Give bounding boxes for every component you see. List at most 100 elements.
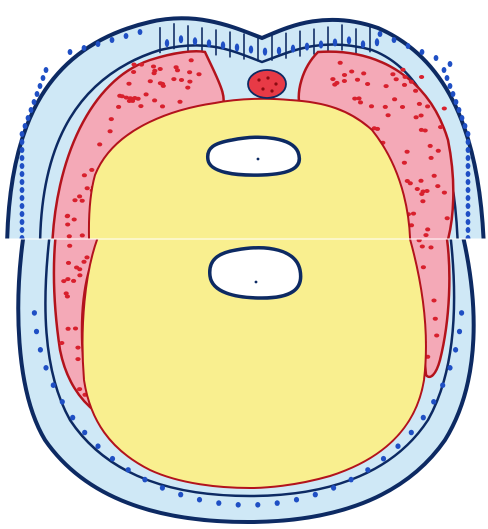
ectoderm-nucleus xyxy=(38,83,43,89)
neural-cell-nucleus xyxy=(263,48,267,56)
mesoderm-cell xyxy=(75,357,80,361)
mesoderm-cell xyxy=(400,105,405,109)
neural-cell-nucleus xyxy=(375,38,379,46)
ectoderm-nucleus xyxy=(68,49,73,55)
mesoderm-cell xyxy=(148,79,153,83)
ectoderm-nucleus xyxy=(95,443,100,449)
ectoderm-nucleus xyxy=(466,147,471,153)
ectoderm-nucleus xyxy=(26,115,31,121)
mesoderm-cell xyxy=(434,334,439,338)
ectoderm-nucleus xyxy=(178,492,183,498)
mesoderm-cell xyxy=(436,149,441,153)
mesoderm-cell xyxy=(72,218,77,222)
ectoderm-nucleus xyxy=(466,219,471,225)
notochord-cell xyxy=(257,78,260,81)
ectoderm-nucleus xyxy=(420,49,425,55)
mesoderm-cell xyxy=(158,67,163,71)
mesoderm-cell xyxy=(419,75,424,79)
mesoderm-cell xyxy=(384,84,389,88)
neural-cell-nucleus xyxy=(277,47,281,55)
ectoderm-nucleus xyxy=(51,382,56,388)
mesoderm-cell xyxy=(152,98,157,102)
ectoderm-nucleus xyxy=(406,43,411,49)
mesoderm-cell xyxy=(97,142,102,146)
mesoderm-cell xyxy=(392,97,397,101)
ectoderm-nucleus xyxy=(466,171,471,177)
mesoderm-cell xyxy=(405,150,410,154)
mesoderm-cell xyxy=(72,198,77,202)
mesoderm-cell xyxy=(82,173,87,177)
mesoderm-cell xyxy=(355,78,360,82)
notochord-cell xyxy=(261,87,264,90)
mesoderm-cell xyxy=(418,179,423,183)
ectoderm-nucleus xyxy=(378,31,383,37)
mesoderm-cell xyxy=(175,68,180,72)
ectoderm-nucleus xyxy=(70,415,75,421)
mesoderm-cell xyxy=(403,75,408,79)
mesoderm-cell xyxy=(424,189,429,193)
mesoderm-cell xyxy=(67,244,72,248)
mesoderm-cell xyxy=(369,104,374,108)
ectoderm-nucleus xyxy=(466,179,471,185)
mesoderm-cell xyxy=(429,156,434,160)
ectoderm-nucleus xyxy=(445,75,450,81)
notochord-cell xyxy=(270,89,273,92)
mesoderm-cell xyxy=(349,70,354,74)
mesoderm-cell xyxy=(127,99,132,103)
mesoderm-cell xyxy=(187,70,192,74)
mesoderm-cell xyxy=(415,187,420,191)
mesoderm-cell xyxy=(179,78,184,82)
mesoderm-cell xyxy=(428,245,433,249)
mesoderm-cell xyxy=(131,70,136,74)
ectoderm-nucleus xyxy=(331,485,336,491)
lower-cavity-dot xyxy=(255,281,258,284)
mesoderm-cell xyxy=(144,92,149,96)
mesoderm-cell xyxy=(334,81,339,85)
ectoderm-nucleus xyxy=(20,179,25,185)
mesoderm-cell xyxy=(77,273,82,277)
ectoderm-nucleus xyxy=(34,329,39,335)
ectoderm-nucleus xyxy=(20,219,25,225)
ectoderm-nucleus xyxy=(459,310,464,316)
neural-cell-nucleus xyxy=(179,35,183,43)
mesoderm-cell xyxy=(342,73,347,77)
mesoderm-cell xyxy=(187,80,192,84)
mesoderm-cell xyxy=(185,86,190,90)
mesoderm-cell xyxy=(71,279,76,283)
mesoderm-cell xyxy=(161,84,166,88)
upper-cavity xyxy=(208,137,300,175)
ectoderm-nucleus xyxy=(20,187,25,193)
mesoderm-cell xyxy=(77,387,82,391)
mesoderm-cell xyxy=(75,346,80,350)
ectoderm-nucleus xyxy=(451,91,456,97)
ectoderm-nucleus xyxy=(392,37,397,43)
ectoderm-nucleus xyxy=(466,195,471,201)
mesoderm-cell xyxy=(438,125,443,129)
mesoderm-cell xyxy=(390,72,395,76)
ectoderm-nucleus xyxy=(138,29,143,35)
mesoderm-cell xyxy=(77,194,82,198)
ectoderm-nucleus xyxy=(434,55,439,61)
ectoderm-nucleus xyxy=(294,497,299,503)
mesoderm-cell xyxy=(442,191,447,195)
ectoderm-nucleus xyxy=(448,61,453,67)
ectoderm-nucleus xyxy=(255,502,260,508)
mesoderm-cell xyxy=(423,129,428,133)
mesoderm-cell xyxy=(171,77,176,81)
ectoderm-nucleus xyxy=(142,477,147,483)
mesoderm-cell xyxy=(394,77,399,81)
mesoderm-cell xyxy=(352,97,357,101)
mesoderm-cell xyxy=(66,261,71,265)
neural-cell-nucleus xyxy=(347,36,351,44)
mesoderm-cell xyxy=(160,104,165,108)
mesoderm-cell xyxy=(126,82,131,86)
ectoderm-nucleus xyxy=(409,430,414,436)
ectoderm-nucleus xyxy=(197,497,202,503)
mesoderm-cell xyxy=(400,68,405,72)
mesoderm-cell xyxy=(423,233,428,237)
notochord-cell xyxy=(274,82,277,85)
ectoderm-nucleus xyxy=(44,67,49,73)
ectoderm-nucleus xyxy=(447,365,452,371)
mesoderm-cell xyxy=(65,223,70,227)
